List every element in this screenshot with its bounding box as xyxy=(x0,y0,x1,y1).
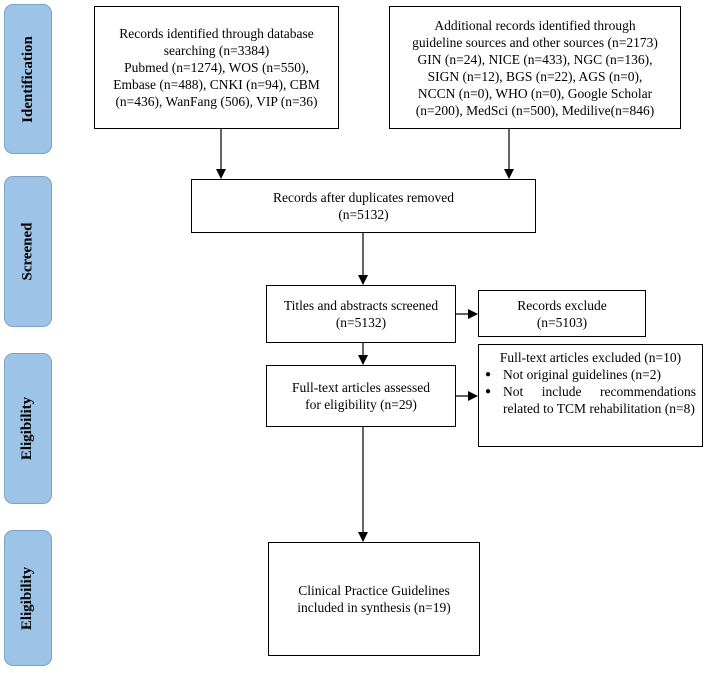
phase-identification: Identification xyxy=(4,4,52,154)
bullet-text: Not original guidelines (n=2) xyxy=(503,367,661,382)
box-line: (n=200), MedSci (n=500), Medilive(n=846) xyxy=(415,102,655,118)
bullet-text: Not include recommendations related to T… xyxy=(503,384,696,416)
screened-box: Titles and abstracts screened (n=5132) xyxy=(266,285,456,343)
additional-records-box: Additional records identified through gu… xyxy=(389,6,681,129)
records-excluded-box: Records exclude (n=5103) xyxy=(478,290,646,337)
box-line: Records after duplicates removed xyxy=(272,190,455,205)
box-line: for eligibility (n=29) xyxy=(305,397,417,412)
box-line: Records identified through database xyxy=(119,26,314,41)
phase-eligibility-2: Eligibility xyxy=(4,530,52,666)
box-line: GIN (n=24), NICE (n=433), NGC (n=136), xyxy=(417,51,653,67)
box-line: Clinical Practice Guidelines xyxy=(298,583,450,598)
box-line: searching (n=3384) xyxy=(163,43,270,58)
box-line: Records exclude xyxy=(517,297,607,313)
box-line: Titles and abstracts screened xyxy=(283,298,439,313)
bullet-icon: ● xyxy=(485,386,492,397)
phase-eligibility-1: Eligibility xyxy=(4,353,52,504)
database-records-box: Records identified through database sear… xyxy=(94,6,339,129)
box-line: (n=5132) xyxy=(335,315,387,330)
box-line: (n=5132) xyxy=(338,207,389,222)
box-line: Additional records identified through xyxy=(434,17,636,33)
list-item: ● Not include recommendations related to… xyxy=(485,383,696,417)
box-line: guideline sources and other sources (n=2… xyxy=(412,34,658,50)
fulltext-assessed-box: Full-text articles assessed for eligibil… xyxy=(266,365,456,427)
box-line: included in synthesis (n=19) xyxy=(297,600,451,615)
box-line: (n=436), WanFang (506), VIP (n=36) xyxy=(115,94,318,109)
included-box: Clinical Practice Guidelines included in… xyxy=(268,542,480,656)
list-item: ● Not original guidelines (n=2) xyxy=(485,366,696,383)
fulltext-excluded-box: Full-text articles excluded (n=10) ● Not… xyxy=(478,344,703,447)
duplicates-removed-box: Records after duplicates removed (n=5132… xyxy=(191,179,536,233)
box-line: Full-text articles assessed xyxy=(292,380,430,395)
box-line: Pubmed (n=1274), WOS (n=550), xyxy=(124,60,309,75)
fulltext-excluded-title: Full-text articles excluded (n=10) xyxy=(499,350,682,365)
box-line: Embase (n=488), CNKI (n=94), CBM xyxy=(113,77,320,92)
box-line: NCCN (n=0), WHO (n=0), Google Scholar xyxy=(417,85,653,101)
bullet-icon: ● xyxy=(485,369,492,380)
box-line: SIGN (n=12), BGS (n=22), AGS (n=0), xyxy=(427,68,643,84)
box-line: (n=5103) xyxy=(536,314,588,330)
phase-screened: Screened xyxy=(4,176,52,327)
